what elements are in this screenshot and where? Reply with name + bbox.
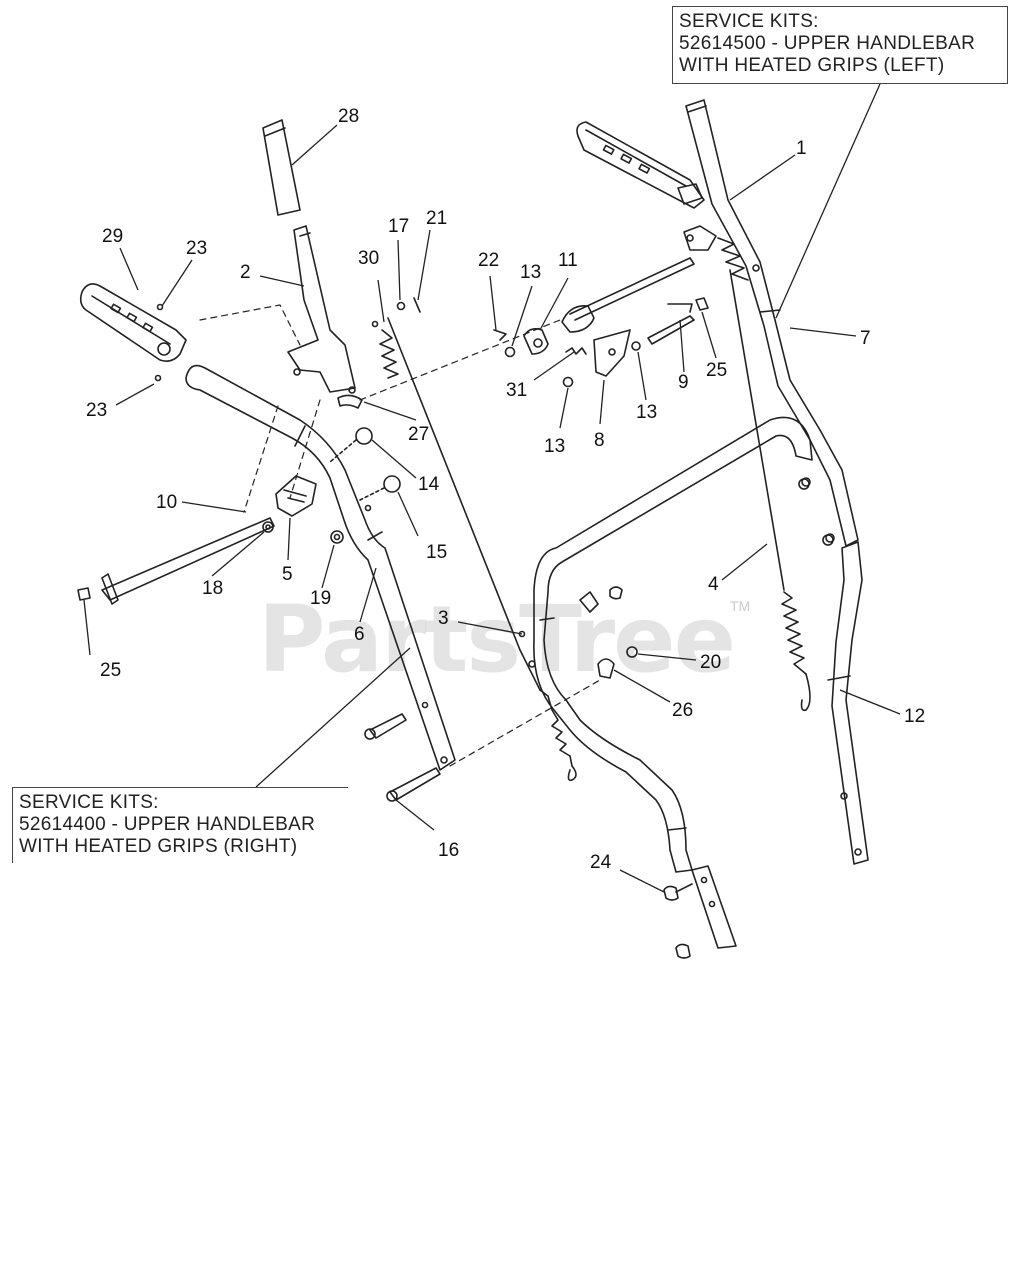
callout-20: 20 bbox=[700, 652, 721, 673]
service-kit-right-part: 52614400 - UPPER HANDLEBAR bbox=[19, 814, 316, 835]
part-31-spring bbox=[565, 347, 587, 355]
callout-30: 30 bbox=[358, 248, 379, 269]
part-6-handlebar-tube bbox=[185, 364, 456, 771]
callout-6: 6 bbox=[354, 624, 365, 645]
part-25-bolt-left bbox=[77, 587, 91, 601]
callout-1: 1 bbox=[796, 138, 807, 159]
callout-17: 17 bbox=[388, 216, 409, 237]
right-spring bbox=[717, 237, 749, 281]
callout-13-right: 13 bbox=[636, 402, 657, 423]
part-20-washer bbox=[626, 646, 638, 658]
callout-25-right: 25 bbox=[706, 360, 727, 381]
part-1-upper-handle bbox=[685, 99, 859, 547]
part-13-washer-c bbox=[562, 376, 574, 388]
part-26-knob bbox=[597, 658, 615, 679]
service-kit-left-box: SERVICE KITS: 52614500 - UPPER HANDLEBAR… bbox=[672, 6, 1008, 84]
part-14-knob bbox=[355, 427, 373, 445]
callout-23-left: 23 bbox=[86, 400, 107, 421]
callout-28: 28 bbox=[338, 106, 359, 127]
callout-13-top: 13 bbox=[520, 262, 541, 283]
callout-26: 26 bbox=[672, 700, 693, 721]
callout-12: 12 bbox=[904, 706, 925, 727]
service-kit-right-heading: SERVICE KITS: bbox=[19, 792, 159, 813]
callout-8: 8 bbox=[594, 430, 605, 451]
part-2-upper-handle bbox=[287, 225, 356, 393]
part-28-grip-cover bbox=[262, 119, 301, 216]
service-kit-left-part: 52614500 - UPPER HANDLEBAR bbox=[679, 33, 976, 54]
part-21-clip bbox=[413, 297, 421, 313]
part-9-pin bbox=[647, 315, 695, 345]
watermark-trademark: TM bbox=[730, 598, 751, 614]
callout-27: 27 bbox=[408, 424, 429, 445]
service-kit-right-box: SERVICE KITS: 52614400 - UPPER HANDLEBAR… bbox=[12, 787, 348, 863]
nut bbox=[579, 591, 599, 613]
part-25-bolt-right bbox=[695, 297, 709, 311]
lower-bracket bbox=[691, 865, 737, 949]
callout-16: 16 bbox=[438, 840, 459, 861]
watermark: PartsTree bbox=[258, 586, 736, 693]
callout-18: 18 bbox=[202, 578, 223, 599]
part-27-clip bbox=[337, 394, 363, 409]
callout-2: 2 bbox=[240, 262, 251, 283]
callout-9: 9 bbox=[678, 372, 689, 393]
part-8-bracket bbox=[593, 329, 631, 377]
part-18-nut bbox=[262, 521, 274, 533]
callout-15: 15 bbox=[426, 542, 447, 563]
part-4-cross-brace bbox=[533, 416, 813, 873]
callout-22: 22 bbox=[478, 250, 499, 271]
callout-19: 19 bbox=[310, 588, 331, 609]
callout-31: 31 bbox=[506, 380, 527, 401]
part-10-rod bbox=[101, 517, 275, 601]
part-5-switch-bracket bbox=[275, 475, 317, 517]
part-17-washer bbox=[396, 301, 406, 311]
part-24-bolt bbox=[663, 885, 679, 901]
service-kit-right-desc: WITH HEATED GRIPS (RIGHT) bbox=[19, 836, 298, 857]
callout-25-left: 25 bbox=[100, 660, 121, 681]
callout-23-top: 23 bbox=[186, 238, 207, 259]
part-11-roller bbox=[523, 328, 549, 355]
callout-14: 14 bbox=[418, 474, 440, 495]
callout-11: 11 bbox=[558, 250, 578, 271]
lower-nut bbox=[675, 943, 691, 959]
part-13-washer-a bbox=[504, 346, 516, 358]
part-15-knob bbox=[383, 475, 401, 493]
part-12-lower-tube bbox=[831, 541, 869, 865]
right-heated-grip bbox=[576, 121, 705, 209]
callout-24: 24 bbox=[590, 852, 612, 873]
part-19-nut bbox=[330, 530, 344, 544]
service-kit-left-heading: SERVICE KITS: bbox=[679, 11, 819, 32]
part-29-heated-grip bbox=[79, 283, 187, 362]
service-kit-left-desc: WITH HEATED GRIPS (LEFT) bbox=[679, 55, 945, 76]
callout-5: 5 bbox=[282, 564, 293, 585]
right-cable bbox=[729, 269, 785, 591]
part-3-cable bbox=[387, 317, 541, 691]
callout-13-bottom: 13 bbox=[544, 436, 565, 457]
callout-4: 4 bbox=[708, 574, 719, 595]
part-30-spring bbox=[379, 329, 399, 379]
callout-29: 29 bbox=[102, 226, 123, 247]
callout-3: 3 bbox=[438, 608, 449, 629]
shaft bbox=[569, 257, 695, 321]
callout-7: 7 bbox=[860, 328, 871, 349]
part-22-clip bbox=[493, 329, 507, 341]
callout-21: 21 bbox=[426, 208, 447, 229]
callout-10: 10 bbox=[156, 492, 177, 513]
nut-b bbox=[609, 586, 623, 600]
part-16-bolt-lower bbox=[389, 767, 441, 801]
part-13-washer-b bbox=[631, 341, 641, 351]
